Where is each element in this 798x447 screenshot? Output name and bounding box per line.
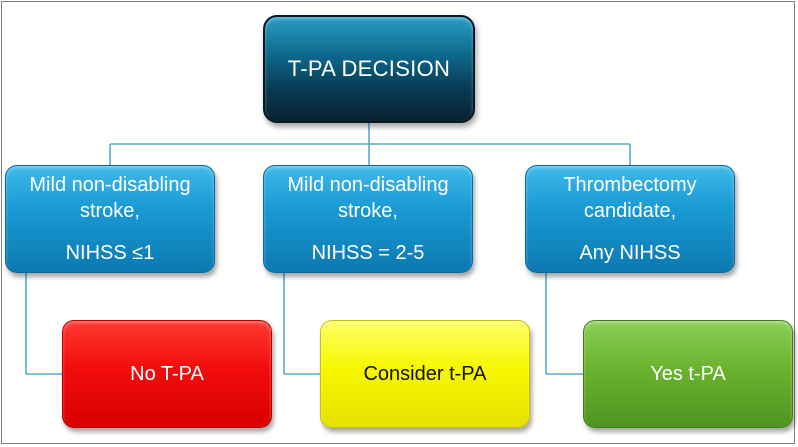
outcome-node-no-tpa: No T-PA: [62, 320, 272, 428]
outcome-node-yes-tpa: Yes t-PA: [583, 320, 793, 428]
branch-3-line1: Thrombectomy: [563, 174, 697, 196]
branch-node-mild-nihss-le-1: Mild non-disabling stroke, NIHSS ≤1: [5, 165, 215, 273]
branch-2-line1b: stroke,: [337, 200, 398, 222]
outcome-2-label: Consider t-PA: [363, 363, 487, 385]
root-label: T-PA DECISION: [287, 55, 451, 81]
branch-1-criterion: NIHSS ≤1: [65, 242, 155, 264]
outcome-1-label: No T-PA: [130, 363, 204, 385]
connector-to-outcome-2: [283, 273, 320, 375]
branch-3-line1b: candidate,: [583, 200, 677, 222]
branch-node-mild-nihss-2-5: Mild non-disabling stroke, NIHSS = 2-5: [263, 165, 473, 273]
branch-2-criterion: NIHSS = 2-5: [311, 242, 425, 264]
branch-1-line1b: stroke,: [79, 200, 140, 222]
connector-to-outcome-1: [25, 273, 62, 375]
branch-2-line1: Mild non-disabling: [287, 174, 449, 196]
root-node-tpa-decision: T-PA DECISION: [263, 15, 475, 123]
branch-node-thrombectomy: Thrombectomy candidate, Any NIHSS: [525, 165, 735, 273]
outcome-3-label: Yes t-PA: [650, 363, 726, 385]
connector-to-outcome-3: [545, 273, 583, 375]
outcome-node-consider-tpa: Consider t-PA: [320, 320, 530, 428]
branch-3-criterion: Any NIHSS: [579, 242, 681, 264]
branch-1-line1: Mild non-disabling: [29, 174, 191, 196]
